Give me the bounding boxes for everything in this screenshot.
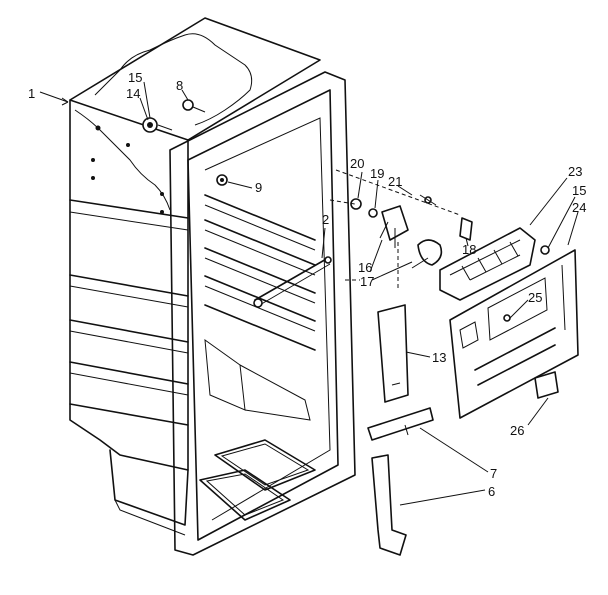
part-13-panel [377, 304, 409, 403]
callout-19: 19 [370, 166, 384, 181]
part-9 [216, 174, 228, 186]
callout-7: 7 [490, 466, 497, 481]
callout-8: 8 [176, 78, 183, 93]
wire-harness [253, 256, 332, 308]
callout-13: 13 [432, 350, 446, 365]
leader-lines [39, 81, 579, 506]
hinge-parts [142, 99, 206, 133]
air-duct [439, 227, 550, 301]
front-frame [169, 71, 356, 556]
callout-18: 18 [462, 242, 476, 257]
callout-26: 26 [510, 423, 524, 438]
part-7-strip [367, 407, 434, 441]
part-6-panel [371, 454, 407, 556]
rear-panel [449, 249, 579, 419]
callout-21: 21 [388, 174, 402, 189]
callout-6: 6 [488, 484, 495, 499]
callout-14: 14 [126, 86, 140, 101]
control-assembly [329, 169, 461, 290]
callout-20: 20 [350, 156, 364, 171]
callout-2: 2 [322, 212, 329, 227]
callout-9: 9 [255, 180, 262, 195]
cabinet-liner [69, 17, 321, 536]
callout-23: 23 [568, 164, 582, 179]
callout-24: 24 [572, 200, 586, 215]
part-18 [459, 217, 473, 241]
callout-15-right: 15 [572, 183, 586, 198]
callout-16: 16 [358, 260, 372, 275]
callout-1: 1 [28, 86, 35, 101]
callout-25: 25 [528, 290, 542, 305]
callout-labels: 1 15 14 8 9 2 20 19 21 16 17 18 23 15 24… [28, 70, 586, 499]
callout-15-top: 15 [128, 70, 142, 85]
part-26 [534, 371, 559, 399]
callout-17: 17 [360, 274, 374, 289]
